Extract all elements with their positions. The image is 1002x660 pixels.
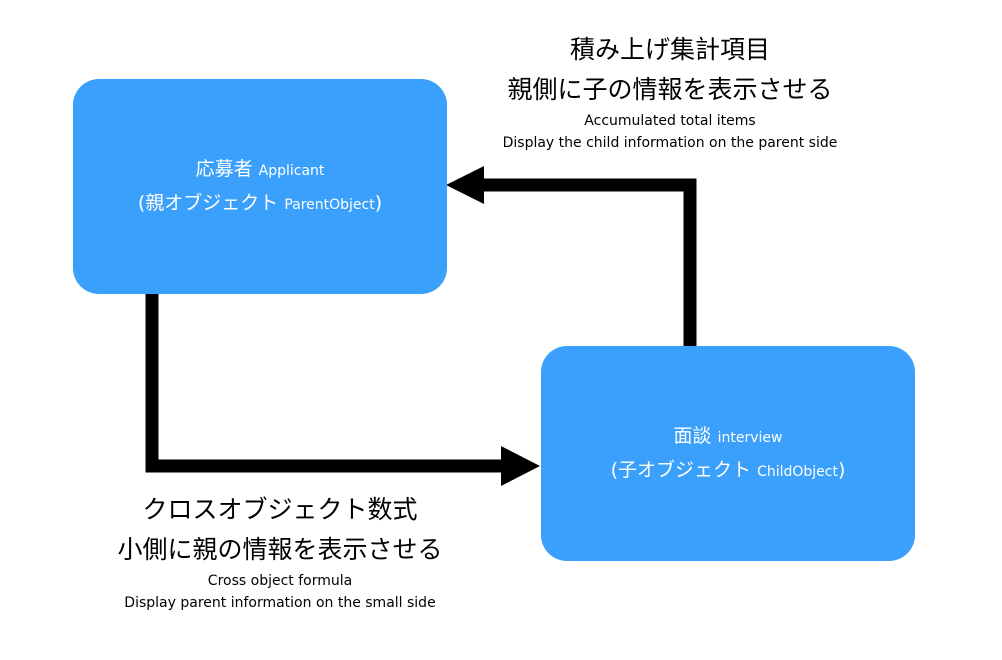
child-object-node: 面談 interview (子オブジェクト ChildObject): [541, 346, 915, 561]
rollup-caption: 積み上げ集計項目 親側に子の情報を表示させる Accumulated total…: [470, 30, 870, 154]
formula-caption-jp-line1: クロスオブジェクト数式: [142, 495, 418, 524]
rollup-arrow: [446, 166, 697, 348]
rollup-caption-jp-line1: 積み上げ集計項目: [569, 35, 770, 64]
child-node-title: 面談 interview: [674, 420, 783, 454]
parent-node-title-jp: 応募者: [195, 157, 253, 180]
parent-node-subtitle-jp: 親オブジェクト: [145, 191, 279, 214]
parent-node-subtitle: (親オブジェクト ParentObject): [138, 187, 382, 221]
rollup-caption-en-line2: Display the child information on the par…: [502, 135, 838, 151]
parent-node-subtitle-open: (: [137, 191, 146, 214]
child-node-subtitle-open: (: [610, 458, 618, 481]
formula-arrow: [145, 290, 540, 486]
formula-caption: クロスオブジェクト数式 小側に親の情報を表示させる Cross object f…: [80, 490, 480, 614]
parent-object-node: 応募者 Applicant (親オブジェクト ParentObject): [73, 79, 447, 294]
child-node-subtitle-close: ): [837, 458, 846, 481]
child-node-title-jp: 面談: [673, 424, 712, 447]
parent-node-subtitle-close: ): [374, 191, 383, 214]
rollup-arrowhead: [446, 166, 484, 204]
child-node-title-en: interview: [717, 429, 783, 446]
formula-arrow-line: [145, 290, 510, 473]
parent-node-subtitle-en: ParentObject: [284, 196, 375, 213]
rollup-caption-jp-line2: 親側に子の情報を表示させる: [507, 75, 833, 104]
child-node-subtitle-jp: 子オブジェクト: [618, 458, 752, 481]
child-node-subtitle-en: ChildObject: [757, 463, 838, 480]
rollup-arrow-line: [470, 178, 697, 348]
formula-caption-en-line1: Cross object formula: [207, 573, 353, 589]
rollup-caption-en-line1: Accumulated total items: [584, 113, 756, 129]
formula-caption-en-line2: Display parent information on the small …: [124, 595, 436, 611]
formula-arrowhead: [501, 446, 540, 486]
formula-caption-jp-line2: 小側に親の情報を表示させる: [117, 535, 443, 564]
child-node-subtitle: (子オブジェクト ChildObject): [611, 454, 846, 488]
parent-node-title-en: Applicant: [258, 162, 325, 179]
parent-node-title: 応募者 Applicant: [196, 153, 325, 187]
